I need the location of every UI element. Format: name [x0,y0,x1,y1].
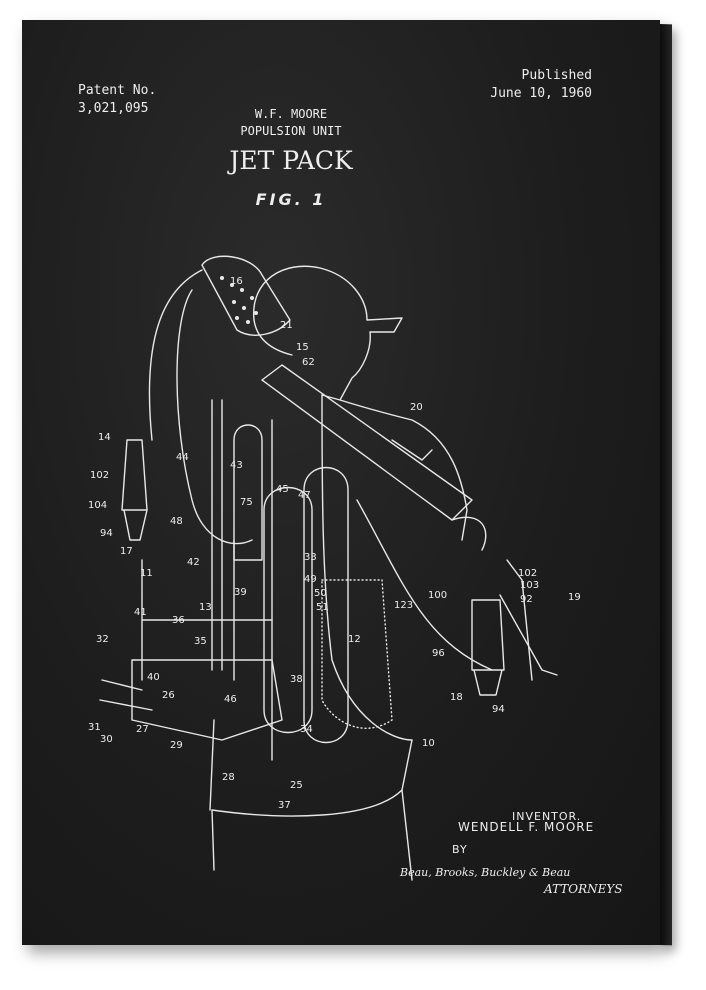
canvas-print: Patent No. 3,021,095 Published June 10, … [22,20,660,945]
by-label: BY [452,843,468,856]
callout-number: 29 [170,740,183,751]
callout-number: 100 [428,590,447,601]
callout-number: 47 [298,490,311,501]
callout-number: 19 [568,592,581,603]
figure-label: FIG. 1 [255,190,327,209]
callout-number: 75 [240,497,253,508]
callout-number: 32 [96,634,109,645]
callout-number: 12 [348,634,361,645]
callout-number: 42 [187,557,200,568]
callout-number: 102 [90,470,109,481]
callout-number: 36 [172,615,185,626]
callout-number: 92 [520,594,533,605]
callout-number: 10 [422,738,435,749]
callout-number: 123 [394,600,413,611]
callout-number: 94 [100,528,113,539]
callout-number: 17 [120,546,133,557]
callout-number: 51 [316,602,329,613]
callout-number: 48 [170,516,183,527]
callout-number: 50 [314,588,327,599]
callout-number: 38 [290,674,303,685]
patent-number: 3,021,095 [78,101,149,116]
published-info: Published June 10, 1960 [490,67,592,103]
callout-number: 40 [147,672,160,683]
callout-number: 31 [88,722,101,733]
callout-number: 14 [98,432,111,443]
callout-number: 96 [432,648,445,659]
callout-number: 41 [134,607,147,618]
callout-number: 49 [304,574,317,585]
inventor-label: INVENTOR. [512,810,582,823]
callout-number: 18 [450,692,463,703]
callout-number: 62 [302,357,315,368]
callout-number: 21 [280,320,293,331]
callout-number: 15 [296,342,309,353]
author: W.F. MOORE [254,107,328,121]
callout-number: 103 [520,580,539,591]
callout-number: 30 [100,734,113,745]
callout-number: 102 [518,568,537,579]
callout-number: 16 [230,276,243,287]
callout-number: 104 [88,500,107,511]
callout-number: 25 [290,780,303,791]
callout-number: 37 [278,800,291,811]
callout-number: 11 [140,568,153,579]
callout-number: 27 [136,724,149,735]
callout-number: 13 [199,602,212,613]
callout-number: 94 [492,704,505,715]
attorney-signature: Beau, Brooks, Buckley & Beau [400,866,571,879]
patent-label: Patent No. [78,83,157,98]
callout-number: 20 [410,402,423,413]
title: JET PACK [229,146,353,175]
callout-number: 43 [230,460,243,471]
published-label: Published [521,68,592,83]
author-block: W.F. MOORE POPULSION UNIT [0,106,610,140]
callout-number: 26 [162,690,175,701]
published-date: June 10, 1960 [490,86,592,101]
callout-number: 45 [276,484,289,495]
subtitle: POPULSION UNIT [240,124,342,138]
callout-number: 44 [176,452,189,463]
callout-number: 28 [222,772,235,783]
inventor-name: WENDELL F. MOORE [458,820,595,834]
callout-number: 34 [300,724,313,735]
callout-number: 35 [194,636,207,647]
attorneys-label: ATTORNEYS [544,882,623,896]
callout-number: 33 [304,552,317,563]
callout-number: 39 [234,587,247,598]
patent-info: Patent No. 3,021,095 [78,82,156,118]
callout-number: 46 [224,694,237,705]
canvas-edge [660,24,672,946]
